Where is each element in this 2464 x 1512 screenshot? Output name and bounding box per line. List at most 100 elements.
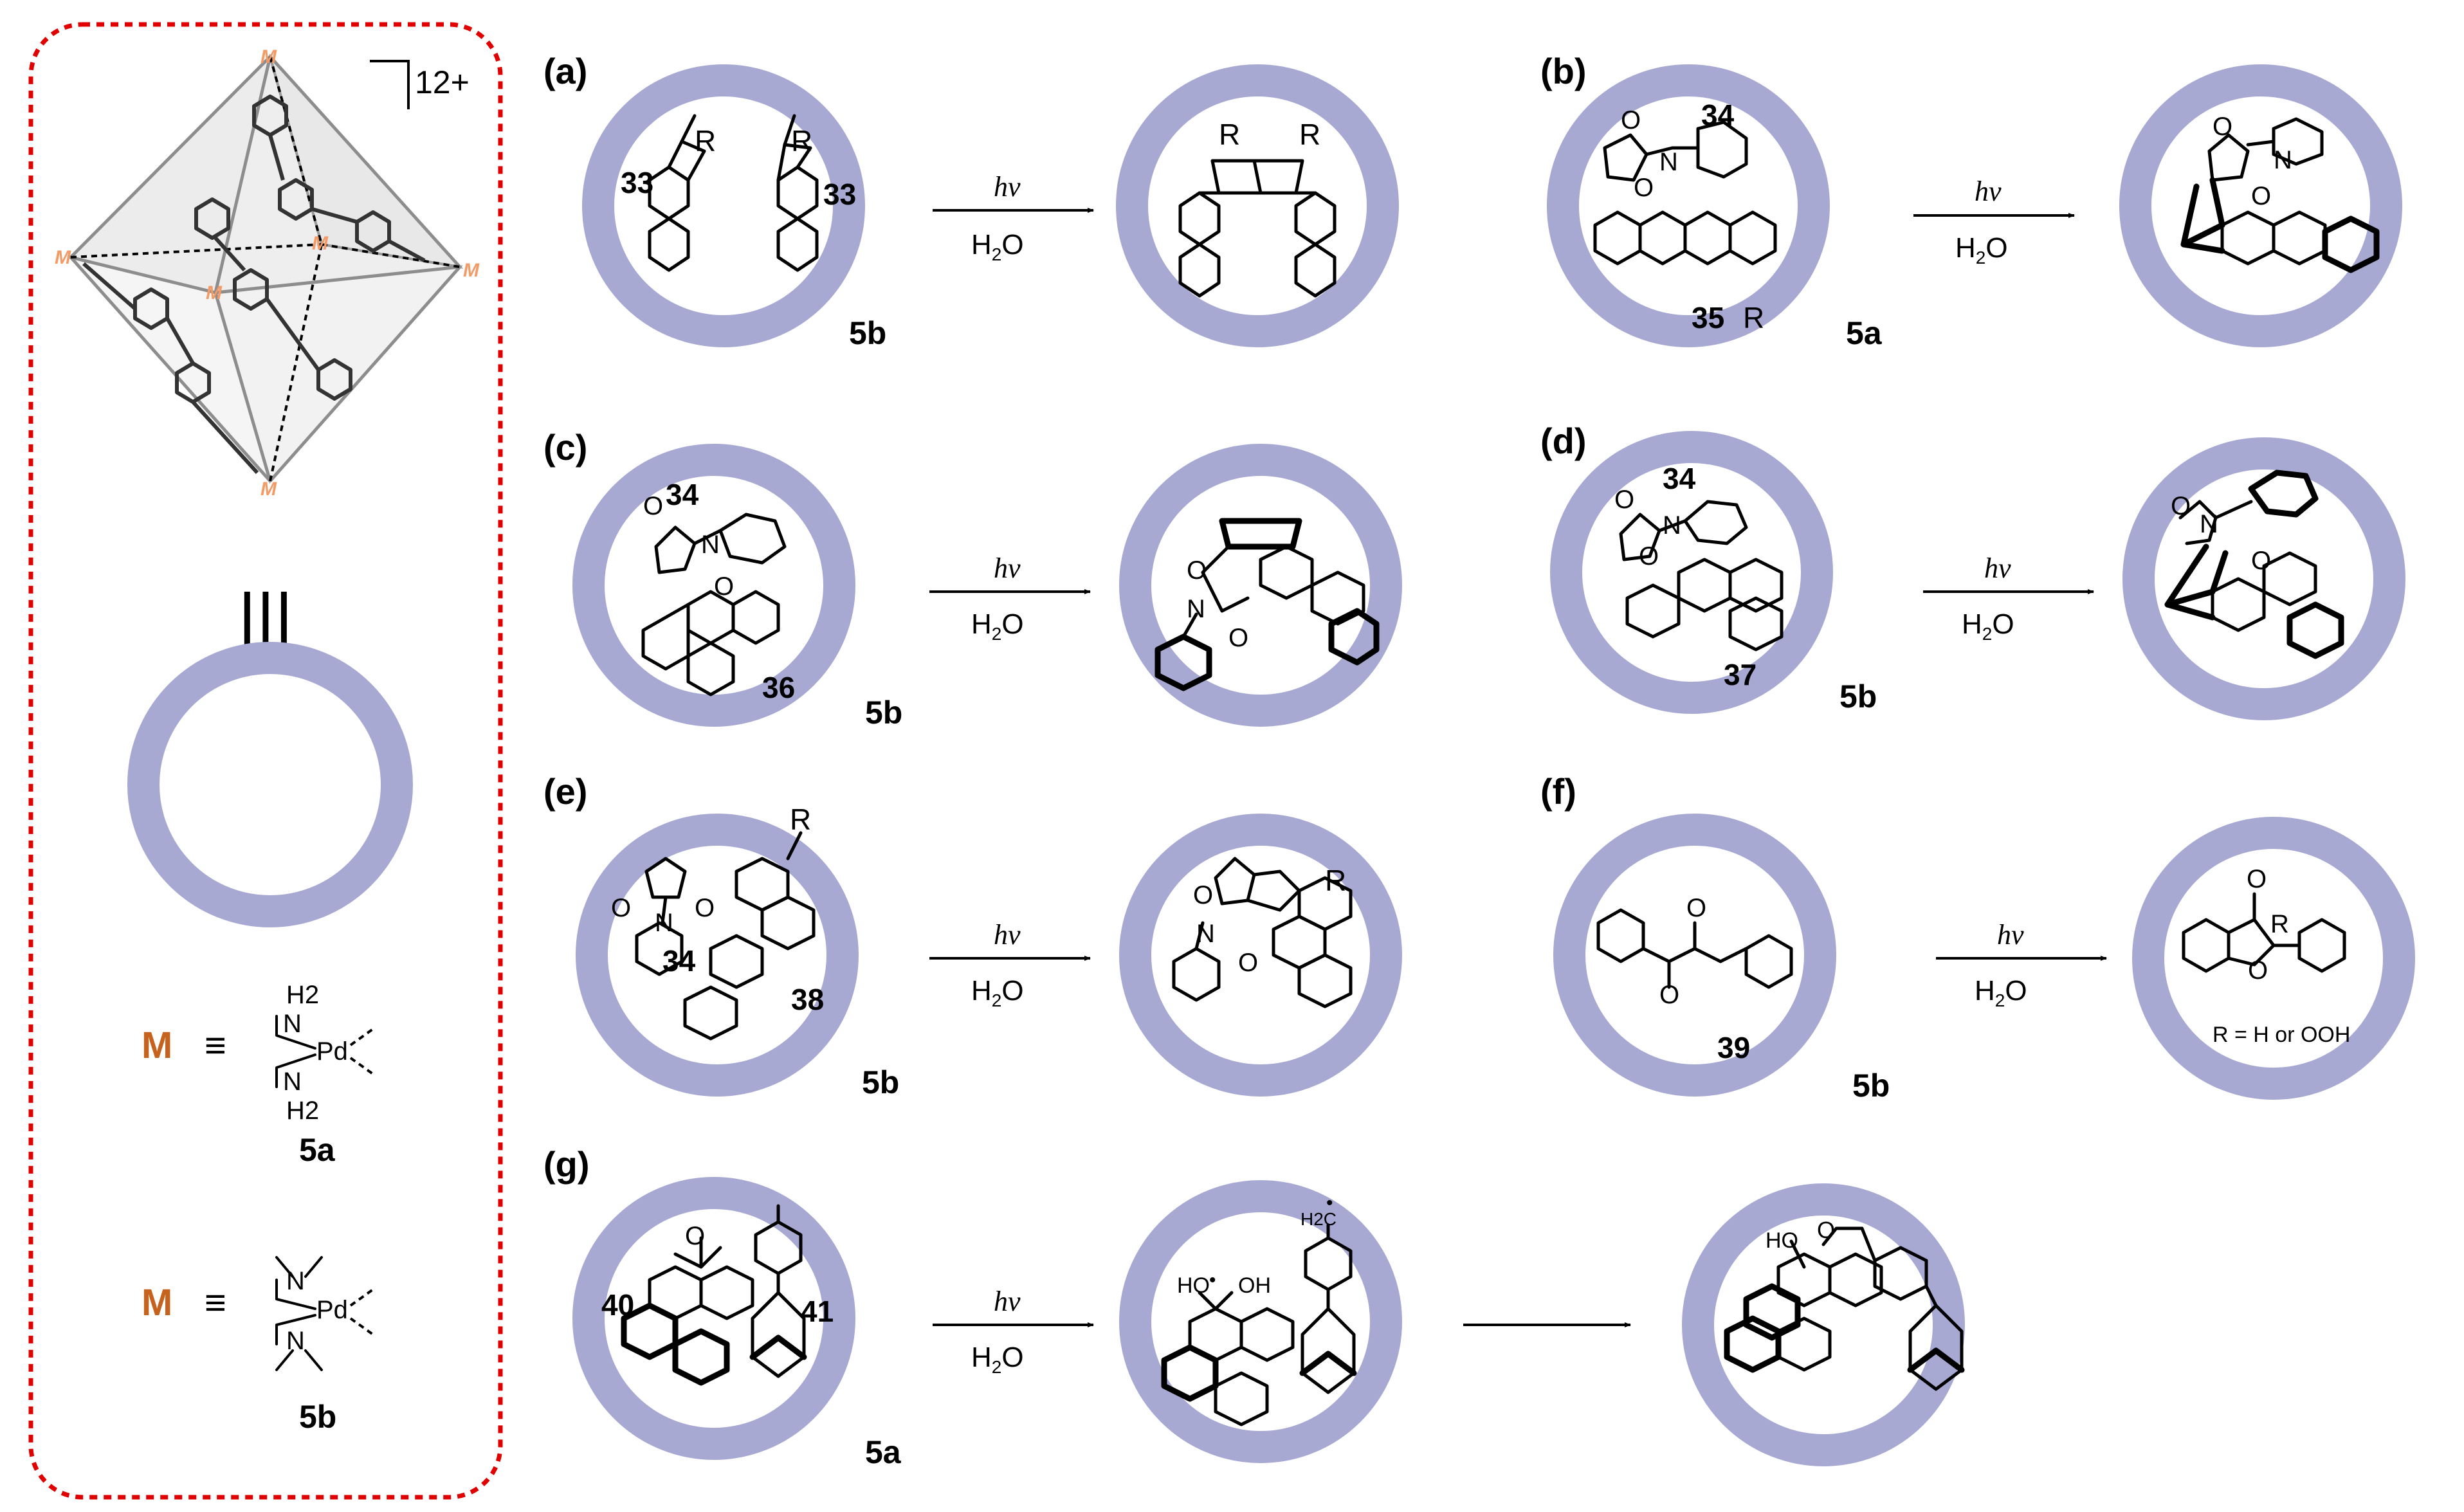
- cage-label: 5b: [849, 315, 886, 351]
- atom-n: N: [2274, 146, 2292, 174]
- legend-atom: N: [286, 1327, 305, 1355]
- panel-b: (b) O N O 34 35 R 5a hv H2O: [1540, 51, 2402, 351]
- arrow-hv: hv: [1975, 176, 2002, 207]
- cage-ring-product: [1116, 64, 1399, 347]
- legend-atom: N: [283, 1068, 302, 1096]
- panel-g: (g) O 40 41 5a hv H2O: [543, 1144, 1965, 1470]
- legend-atom: H2: [286, 1097, 319, 1125]
- compound-number: 34: [662, 944, 696, 978]
- product-note: R = H or OOH: [2213, 1023, 2350, 1047]
- legend-atom: Pd: [316, 1296, 348, 1324]
- cage-ring-product: [2122, 437, 2405, 720]
- compound-number: 41: [801, 1295, 834, 1328]
- panel-label: (b): [1540, 51, 1587, 91]
- compound-number: 38: [791, 983, 824, 1016]
- radical-dot: •: [1209, 1270, 1216, 1291]
- compound-number: 34: [666, 478, 699, 511]
- cage-vertex-label: M: [260, 478, 277, 500]
- arrow-solvent: H2O: [1962, 608, 2014, 644]
- substituent-r: R: [1743, 301, 1764, 334]
- cage-label: 5b: [865, 695, 902, 731]
- panel-label: (e): [543, 771, 587, 812]
- atom-o: O: [2213, 113, 2232, 141]
- atom-o: O: [2248, 956, 2268, 985]
- atom-o: O: [1639, 542, 1659, 570]
- compound-number: 36: [762, 671, 795, 704]
- panel-label: (g): [543, 1144, 590, 1185]
- legend-atom: Pd: [316, 1037, 348, 1066]
- compound-number: 33: [823, 178, 856, 211]
- cage-ring-product: [2132, 817, 2415, 1100]
- atom-o: O: [2251, 547, 2271, 575]
- substituent-r: R: [791, 124, 812, 158]
- atom-n: N: [701, 531, 720, 559]
- compound-number: 35: [1692, 301, 1724, 334]
- cage-ring-intermediate: [1119, 1180, 1402, 1463]
- arrow-hv: hv: [994, 171, 1021, 203]
- atom-n: N: [1196, 920, 1215, 948]
- atom-o: O: [1817, 1217, 1835, 1243]
- arrow-solvent: H2O: [1975, 975, 2027, 1010]
- cage-label: 5a: [865, 1434, 902, 1470]
- substituent-r: R: [1219, 118, 1240, 151]
- panel-e: (e) O N O 34 38 R 5b hv H2O: [543, 771, 1402, 1100]
- panel-c: (c) O N O 34 36 5b hv H2O O: [543, 427, 1402, 731]
- cage-label: 5b: [1852, 1068, 1890, 1104]
- cage-vertex-label: M: [206, 282, 223, 304]
- compound-number: 34: [1701, 98, 1735, 132]
- cage-vertex-label: M: [312, 233, 329, 254]
- compound-number: 40: [601, 1288, 634, 1322]
- panel-d: (d) O N O 34 37 5b hv H2O: [1540, 421, 2405, 720]
- arrow-hv: hv: [994, 552, 1021, 584]
- atom-n: N: [655, 909, 673, 937]
- cage-ring-product: [1682, 1183, 1965, 1466]
- legend-label-5a: 5a: [299, 1132, 336, 1168]
- atom-o: O: [1659, 981, 1679, 1009]
- atom-o: O: [714, 572, 734, 601]
- atom-ho: HO: [1766, 1228, 1798, 1253]
- atom-ho: HO: [1177, 1273, 1210, 1298]
- atom-o: O: [1238, 949, 1258, 977]
- atom-o: O: [1614, 486, 1634, 514]
- cage-ring-reactant: [1547, 64, 1830, 347]
- compound-number: 37: [1724, 658, 1757, 691]
- atom-o: O: [611, 894, 631, 922]
- arrow-solvent: H2O: [1955, 232, 2008, 268]
- cage-vertex-label: M: [463, 260, 480, 281]
- arrow-hv: hv: [1997, 919, 2024, 951]
- substituent-r: R: [1299, 118, 1320, 151]
- arrow-solvent: H2O: [971, 229, 1024, 264]
- cage-label: 5b: [1839, 679, 1877, 715]
- panel-label: (a): [543, 51, 587, 91]
- cage-ring-reactant: [572, 1177, 855, 1460]
- cage-ring-reactant: [572, 444, 855, 727]
- cage-vertex-label: M: [260, 46, 277, 68]
- cage-label: 5a: [1846, 315, 1883, 351]
- panel-a: (a) R R 33 33 5b hv H2O: [543, 51, 1399, 351]
- cage-ring-product: [1119, 814, 1402, 1097]
- atom-o: O: [2171, 492, 2191, 520]
- legend-equiv: ≡: [205, 1282, 226, 1324]
- compound-number: 34: [1663, 462, 1696, 495]
- legend-atom: N: [283, 1010, 302, 1038]
- cage-ring-product: [2119, 64, 2402, 347]
- radical-dot: •: [1326, 1192, 1333, 1214]
- cage-ring-product: [1119, 444, 1402, 727]
- atom-o: O: [1634, 174, 1654, 202]
- cage-charge: 12+: [415, 64, 470, 100]
- legend-atom: N: [286, 1267, 305, 1295]
- atom-h2c: H2C: [1300, 1209, 1337, 1229]
- substituent-r: R: [695, 124, 716, 158]
- atom-n: N: [2200, 510, 2218, 538]
- legend-m-label: M: [141, 1025, 172, 1066]
- arrow-hv: hv: [994, 919, 1021, 951]
- arrow-solvent: H2O: [971, 608, 1024, 644]
- cage-ring-reactant: [1553, 814, 1836, 1097]
- octahedral-cage-drawing: M M M M M M 12+: [55, 46, 480, 500]
- atom-o: O: [1228, 624, 1248, 652]
- atom-n: N: [1663, 511, 1681, 540]
- legend-equiv: ≡: [205, 1025, 226, 1066]
- legend-m-label: M: [141, 1282, 172, 1324]
- atom-o: O: [1187, 556, 1207, 585]
